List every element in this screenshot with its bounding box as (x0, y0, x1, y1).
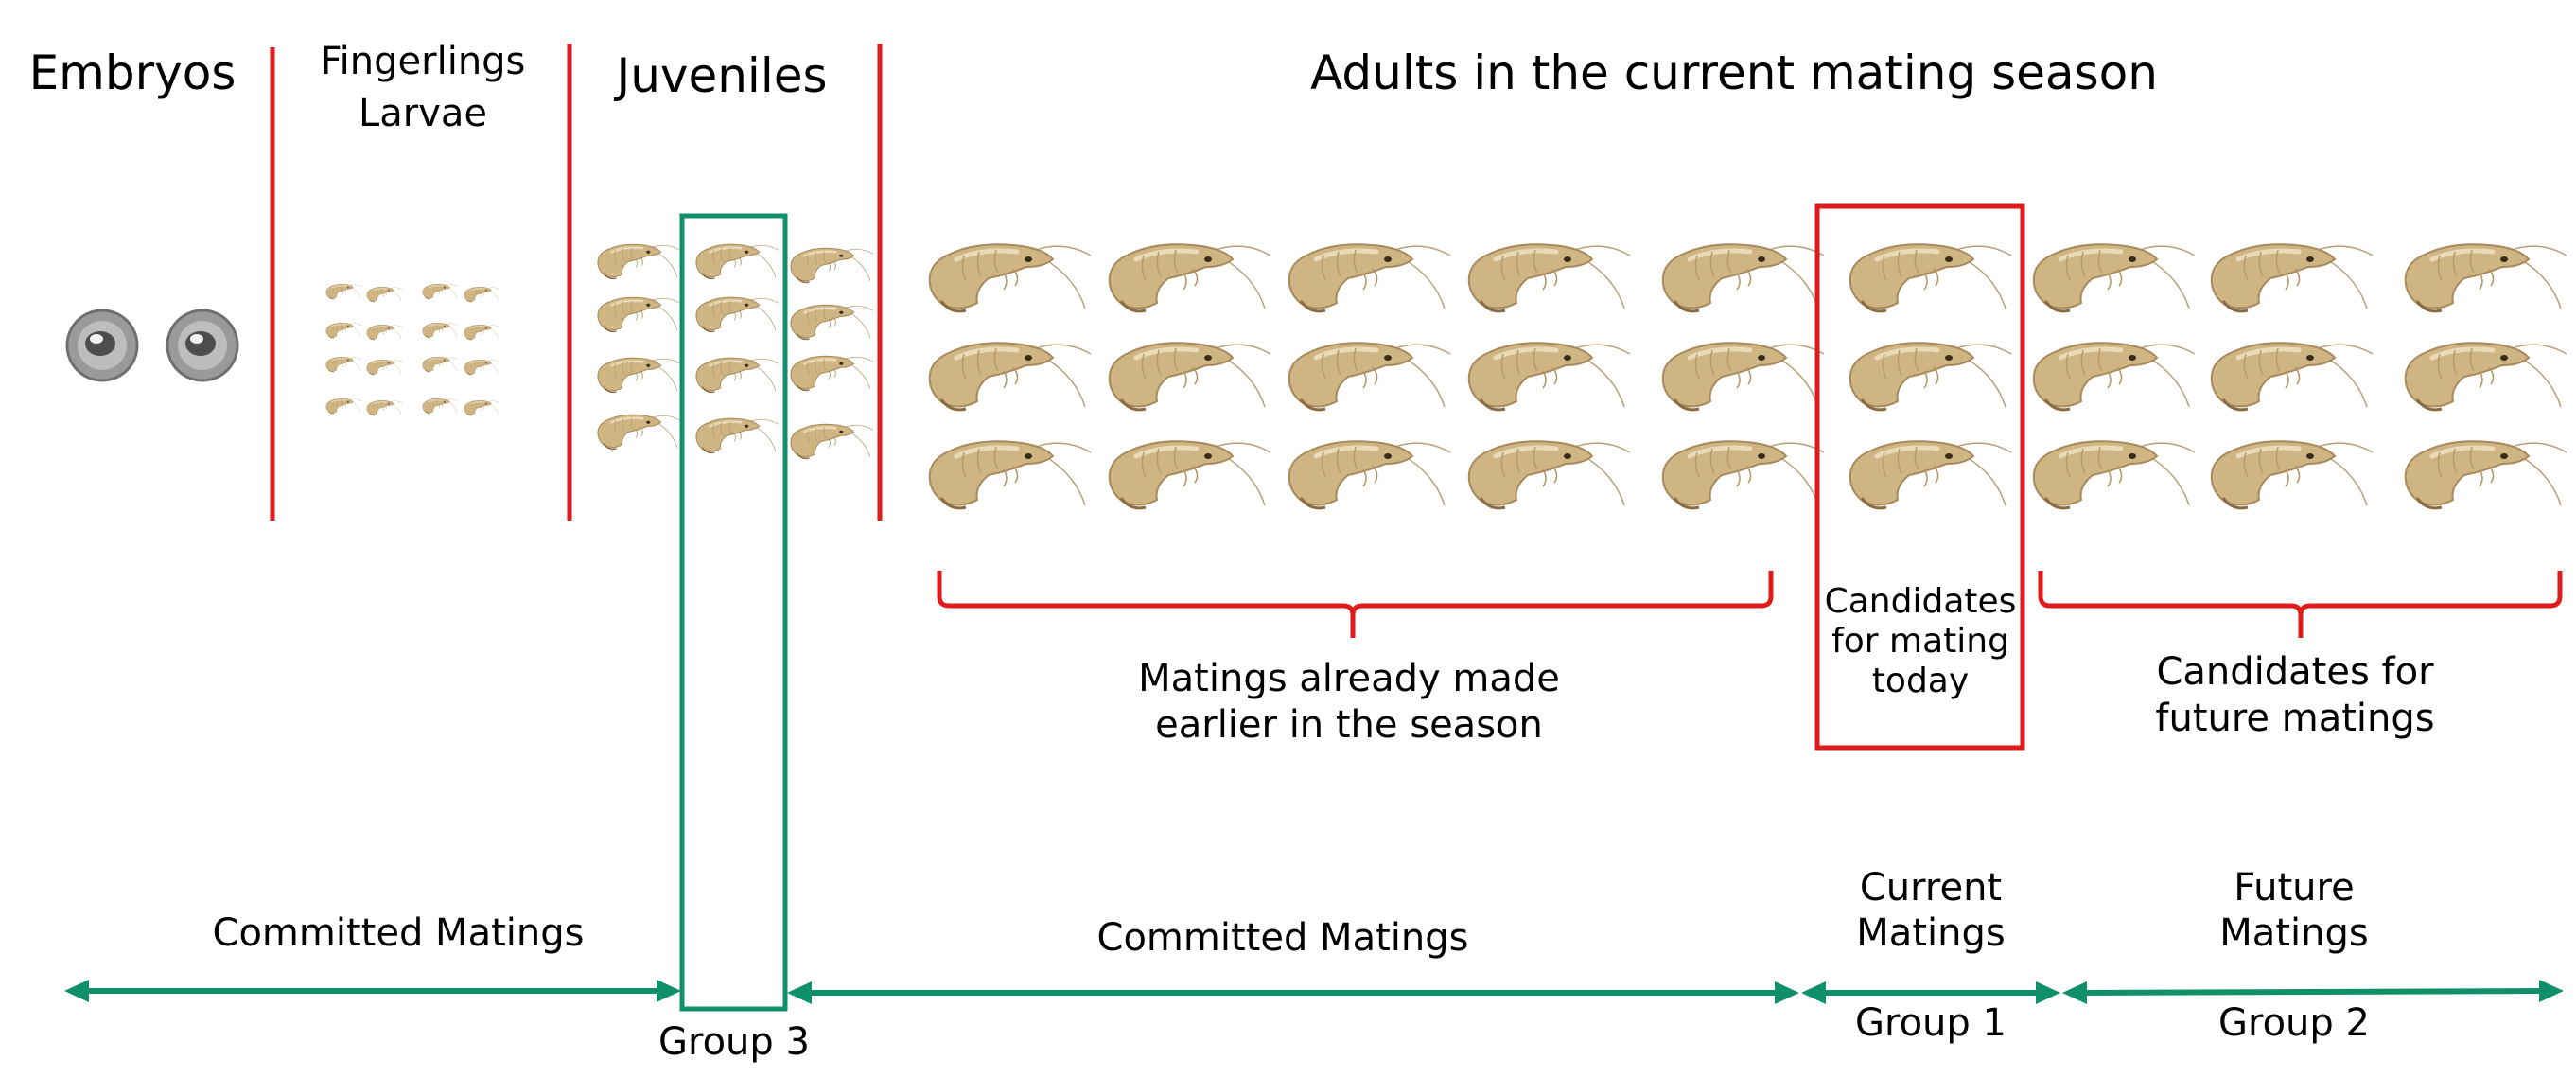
shrimp-icon (1110, 441, 1270, 508)
shrimp-icon (1850, 244, 2011, 311)
arrowhead-mid-end (1775, 981, 1799, 1004)
arrowhead-future-end (2539, 980, 2564, 1002)
label-group-3: Group 3 (658, 1020, 810, 1064)
label-candidates: Candidates (1825, 582, 2017, 621)
shrimp-icon (422, 283, 459, 300)
shrimp-icon (2034, 343, 2195, 410)
label-committed-matings-mid: Committed Matings (1097, 916, 1469, 960)
shrimp-icon (1289, 244, 1450, 311)
label-future-matings-timeline: Matings (2219, 911, 2368, 955)
arrowhead-future-start (2062, 981, 2087, 1004)
label-candidates-for: Candidates for (2156, 650, 2434, 694)
timeline (64, 980, 2564, 1004)
group3-box (679, 213, 788, 1012)
shrimp-icon (1469, 343, 1630, 410)
shrimp-icon (2212, 343, 2373, 410)
shrimp-icon (325, 398, 362, 415)
stage-title-fingerlings: Fingerlings (321, 40, 526, 83)
brace-future-candidates (2038, 571, 2563, 638)
arrowhead-current-end (2036, 981, 2060, 1004)
juvenile-group (596, 242, 874, 460)
candidates-today-box (1814, 203, 2025, 751)
shrimp-icon (789, 354, 874, 392)
stage-title-embryos: Embryos (29, 45, 237, 100)
stage-title-larvae: Larvae (359, 92, 487, 135)
shrimp-icon (422, 356, 459, 373)
shrimp-icon (1469, 244, 1630, 311)
shrimp-icon (422, 322, 459, 339)
label-future: Future (2234, 866, 2354, 910)
shrimp-icon (2406, 343, 2567, 410)
shrimp-icon (1850, 343, 2011, 410)
shrimp-icon (325, 322, 362, 339)
label-earlier-in-season: earlier in the season (1155, 703, 1543, 747)
shrimp-icon (464, 324, 500, 341)
shrimp-icon (1469, 441, 1630, 508)
shrimp-icon (325, 283, 362, 300)
shrimp-icon (789, 303, 874, 341)
shrimp-icon (694, 242, 780, 280)
shrimp-icon (1663, 244, 1824, 311)
shrimp-icon (2406, 441, 2567, 508)
stage-title-adults: Adults in the current mating season (1310, 45, 2158, 100)
larvae-group (325, 283, 500, 416)
label-matings-already-made: Matings already made (1138, 657, 1560, 700)
shrimp-icon (694, 295, 780, 333)
shrimp-icon (366, 286, 403, 303)
shrimp-icon (1110, 244, 1270, 311)
shrimp-icon (366, 324, 403, 341)
label-current: Current (1860, 866, 2002, 910)
shrimp-icon (2212, 441, 2373, 508)
shrimp-icon (694, 356, 780, 394)
shrimp-icon (1663, 441, 1824, 508)
arrowhead-left-start (64, 980, 89, 1002)
label-future-matings: future matings (2155, 697, 2434, 740)
shrimp-icon (422, 398, 459, 415)
arrowhead-current-start (1801, 981, 1826, 1004)
shrimp-icon (930, 343, 1091, 410)
arrowhead-mid-start (787, 981, 812, 1004)
shrimp-icon (325, 356, 362, 373)
embryo-icon (166, 309, 239, 382)
shrimp-icon (596, 242, 681, 280)
shrimp-icon (1289, 441, 1450, 508)
label-group-2: Group 2 (2218, 1001, 2370, 1045)
shrimp-icon (789, 422, 874, 460)
shrimp-icon (596, 295, 681, 333)
shrimp-icon (366, 399, 403, 416)
shrimp-icon (789, 246, 874, 284)
shrimp-icon (596, 413, 681, 451)
shrimp-icon (2406, 244, 2567, 311)
shrimp-icon (596, 356, 681, 394)
shrimp-icon (464, 399, 500, 416)
shrimp-icon (694, 416, 780, 454)
label-for-mating: for mating (1831, 622, 2009, 661)
shrimp-icon (930, 244, 1091, 311)
shrimp-icon (366, 359, 403, 376)
adult-group (930, 244, 2567, 508)
shrimp-icon (2212, 244, 2373, 311)
shrimp-icon (2034, 441, 2195, 508)
embryo-group (65, 309, 239, 382)
label-committed-matings-left: Committed Matings (213, 911, 585, 955)
label-group-1: Group 1 (1855, 1001, 2006, 1045)
brace-matings-already-made (937, 571, 1774, 638)
stage-separators (270, 44, 883, 521)
shrimp-icon (464, 286, 500, 303)
embryo-icon (65, 309, 139, 382)
shrimp-icon (1663, 343, 1824, 410)
timeline-arrow-future (2080, 988, 2544, 996)
arrowhead-left-end (657, 980, 681, 1002)
shrimp-icon (1110, 343, 1270, 410)
shrimp-icon (464, 359, 500, 376)
label-current-matings: Matings (1856, 911, 2005, 955)
shrimp-icon (1289, 343, 1450, 410)
shrimp-icon (930, 441, 1091, 508)
label-today: today (1872, 662, 1969, 700)
shrimp-icon (2034, 244, 2195, 311)
stage-title-juveniles: Juveniles (613, 48, 827, 103)
shrimp-icon (1850, 441, 2011, 508)
